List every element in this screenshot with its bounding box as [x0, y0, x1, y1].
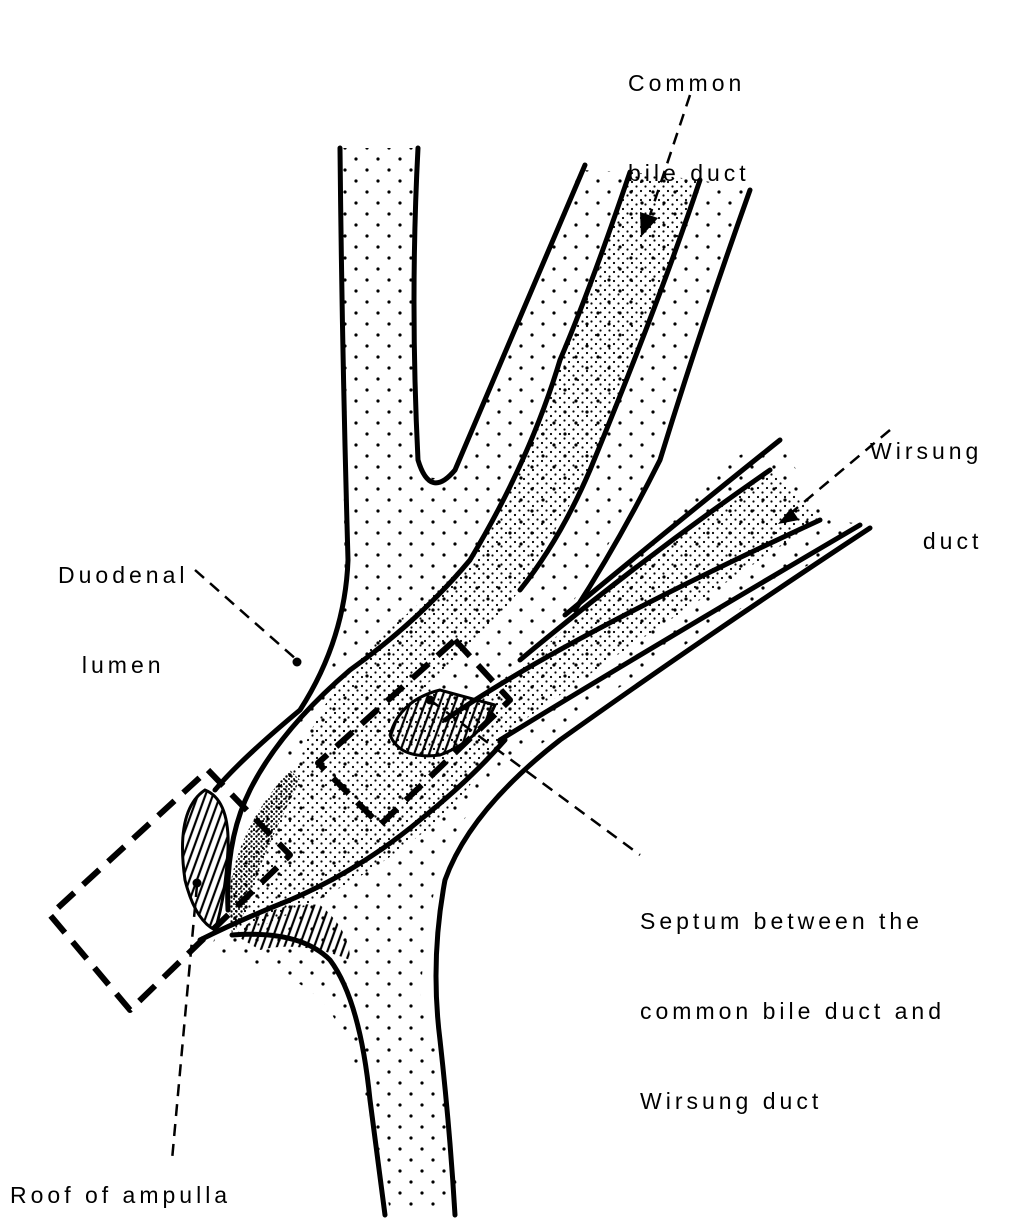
- leader-roof: [172, 885, 197, 1160]
- ampulla-roof-hatch: [183, 790, 229, 930]
- wirsung-duct-label: Wirsung duct: [870, 376, 982, 586]
- wirsung-duct-label-line-1: Wirsung: [870, 436, 982, 466]
- common-bile-duct-label-line-2: bile duct: [628, 158, 750, 188]
- duodenal-lumen-label: Duodenal lumen: [58, 500, 188, 710]
- septum-label-line-2: common bile duct and: [640, 996, 945, 1026]
- septum-label: Septum between the common bile duct and …: [640, 846, 945, 1146]
- common-bile-duct-label: Common bile duct: [628, 8, 750, 218]
- dot-septum: [426, 696, 435, 705]
- duodenal-lumen-label-line-1: Duodenal: [58, 560, 188, 590]
- dot-duodenal: [293, 658, 302, 667]
- duodenal-lumen-label-line-2: lumen: [58, 650, 188, 680]
- dot-roof: [193, 879, 202, 888]
- roof-of-ampulla-label: Roof of ampulla: [10, 1180, 231, 1210]
- common-bile-duct-label-line-1: Common: [628, 68, 750, 98]
- septum-label-line-1: Septum between the: [640, 906, 945, 936]
- septum-label-line-3: Wirsung duct: [640, 1086, 945, 1116]
- wirsung-duct-label-line-2: duct: [870, 526, 982, 556]
- leader-duodenal: [195, 570, 297, 660]
